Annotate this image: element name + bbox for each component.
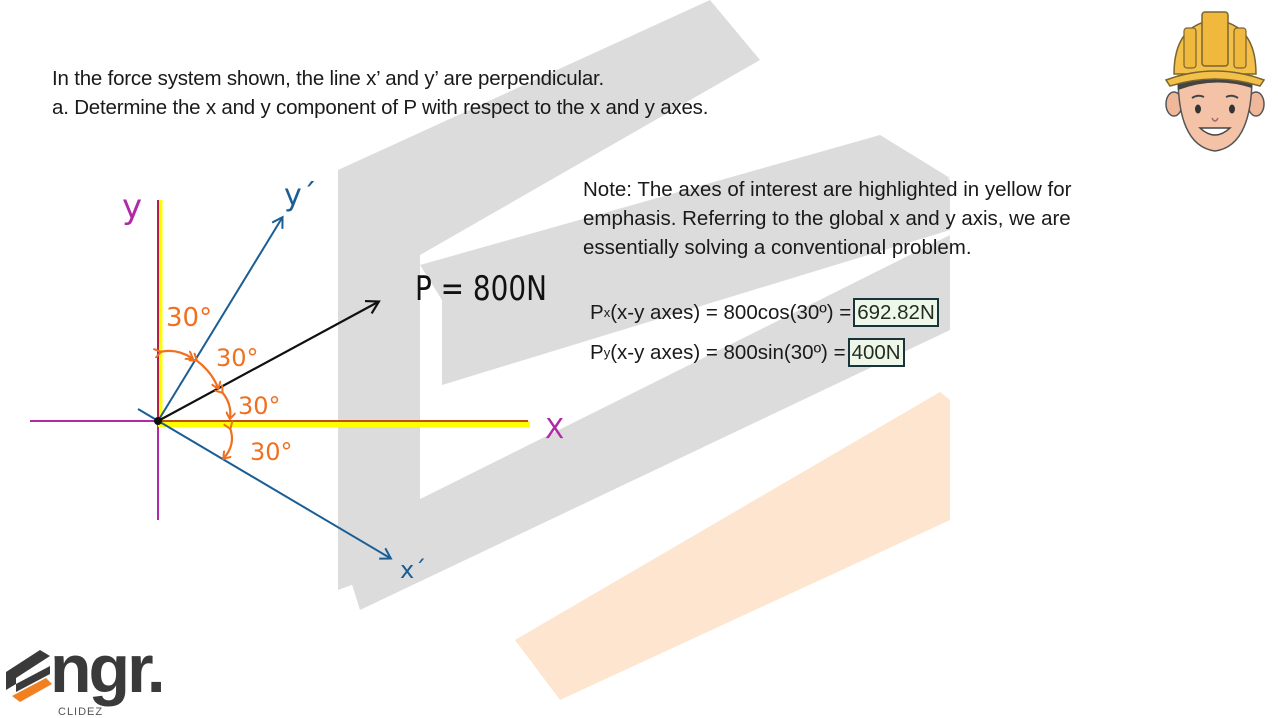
eq-expression: (x-y axes) = 800cos(30º) = bbox=[610, 300, 852, 324]
y-prime-label: y´ bbox=[284, 178, 317, 213]
logo-mark-icon bbox=[6, 650, 52, 702]
x-axis-label: X bbox=[545, 412, 564, 445]
eq-symbol: P bbox=[590, 300, 604, 324]
force-label: P = 800N bbox=[415, 269, 547, 309]
angle-label-1: 30° bbox=[166, 303, 212, 333]
force-vector-p bbox=[157, 299, 381, 422]
logo-text: ngr. bbox=[50, 631, 166, 707]
x-prime-axis bbox=[137, 408, 393, 560]
angle-arc-2 bbox=[196, 360, 218, 388]
eq-expression: (x-y axes) = 800sin(30º) = bbox=[610, 340, 846, 364]
answer-box-px: 692.82N bbox=[853, 298, 939, 327]
angle-arc-3 bbox=[222, 392, 230, 418]
angle-arc-4 bbox=[224, 428, 232, 458]
angle-arc-1 bbox=[160, 351, 192, 358]
eq-symbol: P bbox=[590, 340, 604, 364]
origin-point bbox=[154, 417, 162, 425]
answer-box-py: 400N bbox=[847, 338, 905, 367]
y-axis-label: y bbox=[122, 187, 142, 227]
problem-statement: In the force system shown, the line x’ a… bbox=[52, 64, 708, 122]
engineer-mascot-icon bbox=[1164, 11, 1266, 152]
note-text: Note: The axes of interest are highlight… bbox=[583, 178, 1072, 259]
x-prime-label: x´ bbox=[400, 556, 426, 584]
logo-subtext: CLIDEZ bbox=[58, 706, 104, 718]
force-diagram: y y´ X x´ P = 800N 30° 30° 30° 30° bbox=[30, 178, 564, 584]
y-prime-axis bbox=[157, 215, 284, 422]
eq-subscript: x bbox=[603, 305, 611, 320]
problem-line-2: a. Determine the x and y component of P … bbox=[52, 96, 709, 119]
engr-clidez-logo: ngr. CLIDEZ bbox=[0, 631, 170, 718]
eq-subscript: y bbox=[603, 345, 611, 360]
angle-label-4: 30° bbox=[250, 438, 293, 466]
angle-label-2: 30° bbox=[216, 344, 259, 372]
problem-line-1: In the force system shown, the line x’ a… bbox=[52, 67, 605, 90]
angle-label-3: 30° bbox=[238, 392, 281, 420]
